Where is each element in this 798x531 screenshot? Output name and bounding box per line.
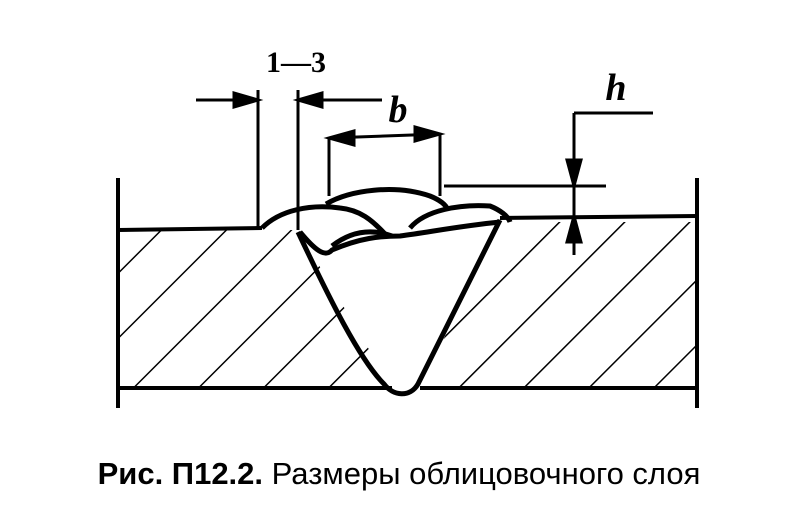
facing-layer [260, 187, 513, 249]
dimension-width: b [323, 89, 446, 196]
figure-caption-text: Размеры облицовочного слоя [271, 456, 701, 491]
width-dimension-label: b [389, 89, 408, 131]
figure-number: Рис. П12.2. [97, 456, 264, 491]
dimension-overlap: 1—3 [196, 46, 382, 230]
dimension-height: h [444, 67, 653, 255]
weld-cross-section-diagram: 1—3 b h [116, 46, 699, 408]
figure-caption: Рис. П12.2. Размеры облицовочного слоя [0, 456, 798, 516]
right-base-plate [420, 178, 699, 408]
overlap-dimension-label: 1—3 [266, 46, 326, 79]
height-dimension-label: h [605, 67, 626, 109]
weld-root [295, 218, 503, 397]
